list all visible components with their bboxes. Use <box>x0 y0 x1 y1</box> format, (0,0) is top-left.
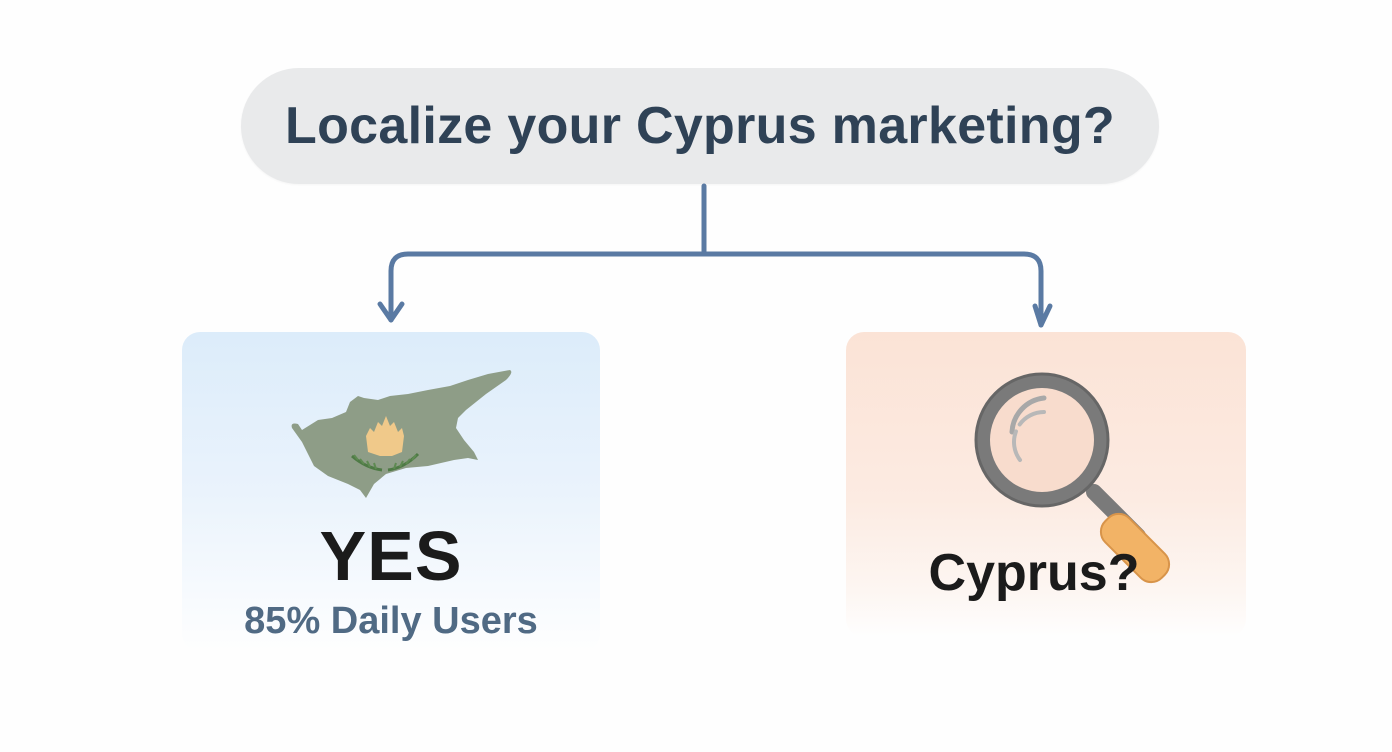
left-arrowhead-icon <box>377 301 405 323</box>
left-branch-line <box>388 251 707 323</box>
yes-card <box>182 332 600 652</box>
cyprus-question-label: Cyprus? <box>928 544 1140 602</box>
right-arrowhead-icon <box>1032 303 1053 328</box>
cyprus-map-icon <box>291 370 512 498</box>
question-text: Localize your Cyprus marketing? <box>285 97 1115 155</box>
right-branch-line <box>701 251 1044 328</box>
yes-label: YES <box>319 517 463 595</box>
daily-users-stat: 85% Daily Users <box>244 600 538 642</box>
magnifying-glass-icon <box>974 372 1171 584</box>
question-node: Localize your Cyprus marketing? <box>241 68 1159 184</box>
